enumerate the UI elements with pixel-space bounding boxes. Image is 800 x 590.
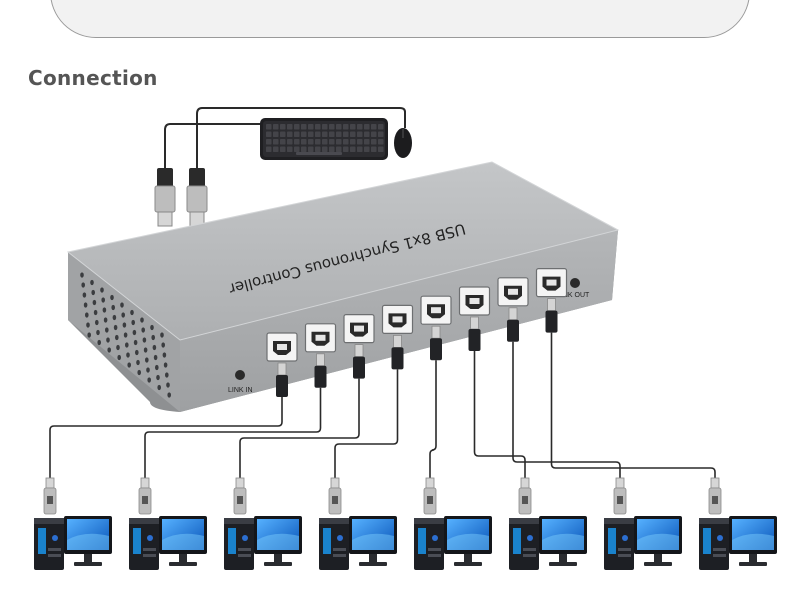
usb-controller-hub: USB 8x1 Synchronous Controller LINK IN L… (66, 161, 620, 412)
usb-b-port-icon (535, 268, 568, 298)
usb-plug-icon (507, 307, 519, 342)
peripheral-cables (164, 107, 406, 170)
desktop-computer-icon (319, 477, 397, 570)
usb-plug-icon (314, 353, 327, 388)
top-info-card (50, 0, 750, 38)
usb-plug-icon (468, 316, 481, 351)
desktop-computer-icon (699, 477, 777, 570)
desktop-computer-icon (129, 477, 207, 570)
desktop-computer-icon (509, 477, 587, 570)
computer-cables (49, 332, 716, 478)
usb-plug-icon (545, 298, 558, 333)
usb-b-port-icon (343, 314, 375, 344)
mouse-icon (394, 128, 412, 158)
desktop-computer-icon (604, 477, 682, 570)
link-in-label: LINK IN (228, 387, 253, 394)
computer-row (34, 477, 777, 570)
desktop-computer-icon (224, 477, 302, 570)
keyboard-icon (260, 118, 388, 160)
usb-plug-right-icon (186, 168, 208, 227)
usb-b-port-icon (497, 277, 529, 307)
usb-b-port-icon (381, 304, 414, 334)
desktop-computer-icon (414, 477, 492, 570)
usb-b-port-icon (266, 332, 298, 362)
usb-plug-icon (276, 362, 288, 397)
desktop-computer-icon (34, 477, 112, 570)
usb-plug-icon (391, 334, 404, 370)
usb-plug-icon (353, 344, 365, 379)
usb-b-port-icon (458, 286, 491, 316)
section-title: Connection (28, 66, 158, 90)
link-out-label: LINK OUT (557, 292, 590, 299)
usb-b-port-icon (420, 295, 452, 325)
usb-b-port-icon (304, 323, 337, 353)
usb-plug-icon (430, 325, 442, 361)
usb-plug-left-icon (154, 168, 176, 227)
